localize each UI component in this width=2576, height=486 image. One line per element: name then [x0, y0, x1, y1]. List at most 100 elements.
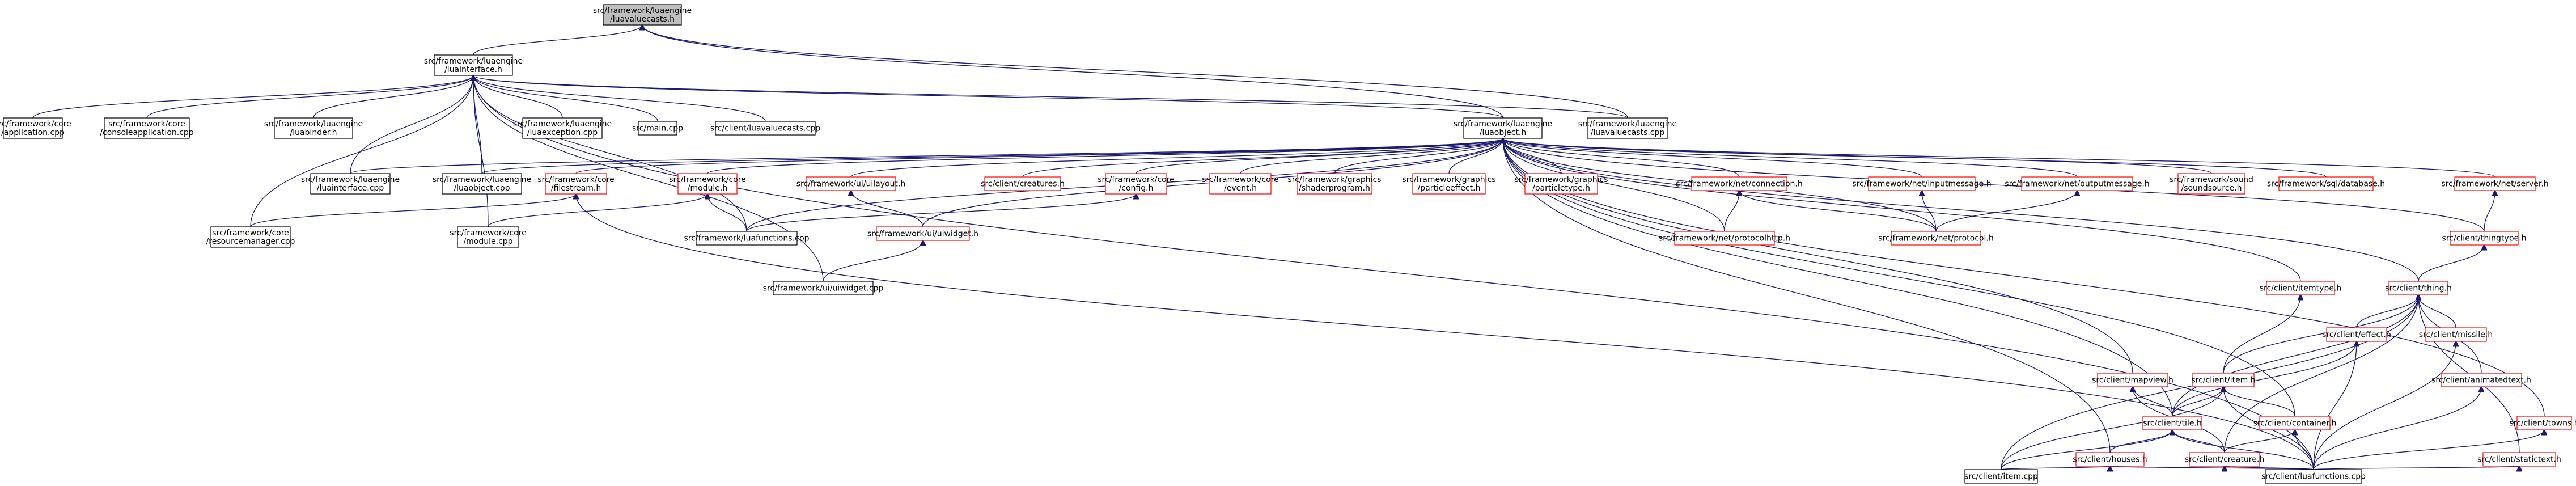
edge-database_h-to-luaobject_h [1503, 138, 2327, 178]
edge-uiwidget_h-to-uilayout_h [851, 191, 923, 227]
node-label: src/framework/graphics [1514, 175, 1608, 184]
edge-protocol_h-to-inputmessage_h [1922, 191, 1937, 232]
edge-application_cpp-to-luainterface_h [32, 75, 473, 119]
node-particletype-h[interactable]: src/framework/graphics/particletype.h [1514, 173, 1608, 195]
node-uilayout-h[interactable]: src/framework/ui/uilayout.h [796, 176, 906, 191]
edge-protocol_h-to-connection_h [1739, 191, 1937, 232]
node-label: /module.h [688, 184, 728, 193]
node-luabinder-h[interactable]: src/framework/luaengine/luabinder.h [264, 117, 363, 139]
edge-uilayout_h-to-luaobject_h [850, 138, 1503, 178]
node-luaobject-h[interactable]: src/framework/luaengine/luaobject.h [1454, 117, 1552, 139]
node-luavaluecasts-cpp[interactable]: src/framework/luaengine/luavaluecasts.cp… [1578, 117, 1677, 139]
node-luafunctions-fw-cpp[interactable]: src/framework/luafunctions.cpp [684, 231, 810, 246]
node-label: /luavaluecasts.cpp [1591, 128, 1665, 137]
node-luainterface-cpp[interactable]: src/framework/luaengine/luainterface.cpp [301, 173, 400, 195]
node-label: src/framework/sound [2170, 175, 2253, 184]
node-module-h[interactable]: src/framework/core/module.h [669, 173, 746, 195]
node-box [1587, 117, 1668, 139]
node-luaobject-cpp[interactable]: src/framework/luaengine/luaobject.cpp [433, 173, 531, 195]
node-box [1209, 173, 1272, 195]
node-thingtype-h[interactable]: src/client/thingtype.h [2442, 231, 2527, 246]
node-effect-h[interactable]: src/client/effect.h [2322, 327, 2391, 342]
node-resourcemanager-cpp[interactable]: src/framework/core/resourcemanager.cpp [206, 226, 295, 248]
node-event-h[interactable]: src/framework/core/event.h [1202, 173, 1279, 195]
node-towns-h[interactable]: src/client/towns.h [2509, 416, 2576, 430]
node-item-h[interactable]: src/client/item.h [2191, 373, 2256, 387]
node-thing-h[interactable]: src/client/thing.h [2385, 281, 2452, 295]
node-item-cpp[interactable]: src/client/item.cpp [1964, 469, 2038, 484]
node-label: src/client/luavaluecasts.cpp [710, 124, 820, 133]
node-tile-h[interactable]: src/client/tile.h [2142, 416, 2202, 430]
node-filestream-h[interactable]: src/framework/core/filestream.h [537, 173, 615, 195]
node-server-h[interactable]: src/framework/net/server.h [2441, 176, 2549, 191]
node-container-h[interactable]: src/client/container.h [2253, 416, 2337, 430]
node-itemtype-h[interactable]: src/client/itemtype.h [2260, 281, 2342, 295]
node-label: /luavaluecasts.h [610, 15, 675, 24]
node-root[interactable]: src/framework/luaengine/luavaluecasts.h [593, 4, 692, 26]
node-config-h[interactable]: src/framework/core/config.h [1098, 173, 1175, 195]
node-inputmessage-h[interactable]: src/framework/net/inputmessage.h [1852, 176, 1992, 191]
node-box [104, 117, 190, 139]
node-label: src/framework/core [450, 229, 527, 238]
node-box [1412, 173, 1486, 195]
node-creature-h[interactable]: src/client/creature.h [2185, 452, 2264, 467]
node-client-luafunctions-cpp[interactable]: src/client/luafunctions.cpp [2261, 469, 2366, 484]
node-uiwidget-cpp[interactable]: src/framework/ui/uiwidget.cpp [763, 281, 884, 295]
node-mapview-h[interactable]: src/client/mapview.h [2092, 373, 2174, 387]
node-box [2259, 416, 2331, 430]
edge-luainterface_h-to-root [473, 25, 642, 56]
node-application-cpp[interactable]: src/framework/core/application.cpp [0, 117, 71, 139]
node-label: src/framework/net/server.h [2441, 180, 2548, 189]
node-module-cpp[interactable]: src/framework/core/module.cpp [450, 226, 527, 248]
node-particleeffect-h[interactable]: src/framework/graphics/particleeffect.h [1402, 173, 1496, 195]
node-label: /shaderprogram.h [1299, 184, 1370, 193]
node-statictext-h[interactable]: src/client/statictext.h [2477, 452, 2561, 467]
node-database-h[interactable]: src/framework/sql/database.h [2267, 176, 2385, 191]
node-protocolhttp-h[interactable]: src/framework/net/protocolhttp.h [1659, 231, 1790, 246]
node-shaderprogram-h[interactable]: src/framework/graphics/shaderprogram.h [1287, 173, 1382, 195]
node-box [1105, 173, 1167, 195]
node-label: src/main.cpp [632, 124, 683, 133]
node-label: src/client/animatedtext.h [2431, 376, 2531, 385]
node-label: src/framework/core [108, 120, 185, 129]
node-consoleapp-cpp[interactable]: src/framework/core/consoleapplication.cp… [100, 117, 194, 139]
node-missile-h[interactable]: src/client/missile.h [2419, 327, 2493, 342]
edge-luafunctions_fw_cpp-to-module_h [707, 194, 747, 232]
node-luaexception-cpp[interactable]: src/framework/luaengine/luaexception.cpp [513, 117, 612, 139]
node-animatedtext-h[interactable]: src/client/animatedtext.h [2431, 373, 2531, 387]
edge-protocolhttp_h-to-connection_h [1724, 191, 1739, 232]
node-label: /particleeffect.h [1418, 184, 1481, 193]
node-uiwidget-h[interactable]: src/framework/ui/uiwidget.h [867, 226, 978, 241]
node-label: src/client/thing.h [2385, 284, 2452, 293]
edge-thing_h-to-luaobject_h [1503, 138, 2419, 282]
edge-client_luafunctions_cpp-to-container_h [2295, 430, 2314, 470]
edge-item_h-to-itemtype_h [2223, 295, 2300, 374]
node-connection-h[interactable]: src/framework/net/connection.h [1676, 176, 1803, 191]
node-box [2425, 327, 2487, 342]
edges-layer [32, 25, 2544, 470]
node-soundsource-h[interactable]: src/framework/sound/soundsource.h [2170, 173, 2253, 195]
node-label: src/framework/core [0, 120, 71, 129]
node-main-cpp[interactable]: src/main.cpp [632, 121, 683, 136]
edge-event_h-to-luaobject_h [1240, 138, 1503, 174]
node-luainterface-h[interactable]: src/framework/luaengine/luainterface.h [424, 54, 523, 76]
edge-item_cpp-to-tile_h [2001, 430, 2172, 470]
node-creatures-h[interactable]: src/client/creatures.h [981, 176, 1065, 191]
node-label: /luaobject.cpp [454, 184, 510, 193]
node-protocol-h[interactable]: src/framework/net/protocol.h [1878, 231, 1994, 246]
node-label: src/framework/net/inputmessage.h [1852, 180, 1991, 189]
node-label: src/framework/net/connection.h [1676, 180, 1802, 189]
node-label: /luabinder.h [290, 128, 337, 137]
node-label: src/framework/core [537, 175, 615, 184]
edge-thingtype_h-to-luaobject_h [1503, 138, 2485, 232]
edge-thingtype_h-to-server_h [2484, 191, 2495, 232]
node-client-luavaluecasts-cpp[interactable]: src/client/luavaluecasts.cpp [710, 121, 820, 136]
nodes-layer: src/framework/luaengine/luavaluecasts.h s… [0, 4, 2576, 484]
node-box [638, 121, 677, 136]
node-box [274, 117, 353, 139]
edge-main_cpp-to-luainterface_h [473, 75, 658, 122]
node-box [210, 226, 291, 248]
node-houses-h[interactable]: src/client/houses.h [2073, 452, 2147, 467]
node-label: src/client/statictext.h [2477, 455, 2561, 464]
node-outputmessage-h[interactable]: src/framework/net/outputmessage.h [2005, 176, 2150, 191]
